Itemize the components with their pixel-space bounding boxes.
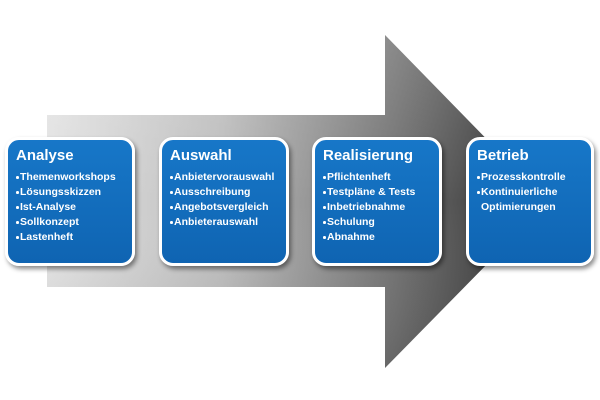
phase-item: Sollkonzept [16, 215, 124, 230]
phase-item: Angebotsvergleich [170, 200, 278, 215]
phase-item: Schulung [323, 215, 431, 230]
phase-item: Anbietervorauswahl [170, 170, 278, 185]
phase-item: Inbetriebnahme [323, 200, 431, 215]
phase-title-betrieb: Betrieb [477, 147, 529, 164]
phase-card-betrieb: Betrieb Prozesskontrolle Kontinuierliche… [466, 137, 594, 266]
phase-item: Lösungsskizzen [16, 185, 124, 200]
phase-item: Pflichtenheft [323, 170, 431, 185]
phase-item: Ausschreibung [170, 185, 278, 200]
phase-item: Themenworkshops [16, 170, 124, 185]
phase-item: Lastenheft [16, 230, 124, 245]
phase-item: Abnahme [323, 230, 431, 245]
phase-item: Testpläne & Tests [323, 185, 431, 200]
phase-item: Prozesskontrolle [477, 170, 583, 185]
phase-item: Anbieterauswahl [170, 215, 278, 230]
phase-title-auswahl: Auswahl [170, 147, 232, 164]
phase-card-realisierung: Realisierung Pflichtenheft Testpläne & T… [312, 137, 442, 266]
phase-list-analyse: Themenworkshops Lösungsskizzen Ist-Analy… [16, 170, 124, 245]
phase-title-realisierung: Realisierung [323, 147, 414, 164]
phase-title-analyse: Analyse [16, 147, 74, 164]
phase-card-auswahl: Auswahl Anbietervorauswahl Ausschreibung… [159, 137, 289, 266]
phase-card-analyse: Analyse Themenworkshops Lösungsskizzen I… [5, 137, 135, 266]
phase-list-betrieb: Prozesskontrolle Kontinuierliche Optimie… [477, 170, 583, 215]
phase-list-realisierung: Pflichtenheft Testpläne & Tests Inbetrie… [323, 170, 431, 245]
arrow-shade [47, 35, 548, 368]
phase-list-auswahl: Anbietervorauswahl Ausschreibung Angebot… [170, 170, 278, 230]
phase-item: Ist-Analyse [16, 200, 124, 215]
phase-item: Kontinuierliche Optimierungen [477, 185, 583, 215]
